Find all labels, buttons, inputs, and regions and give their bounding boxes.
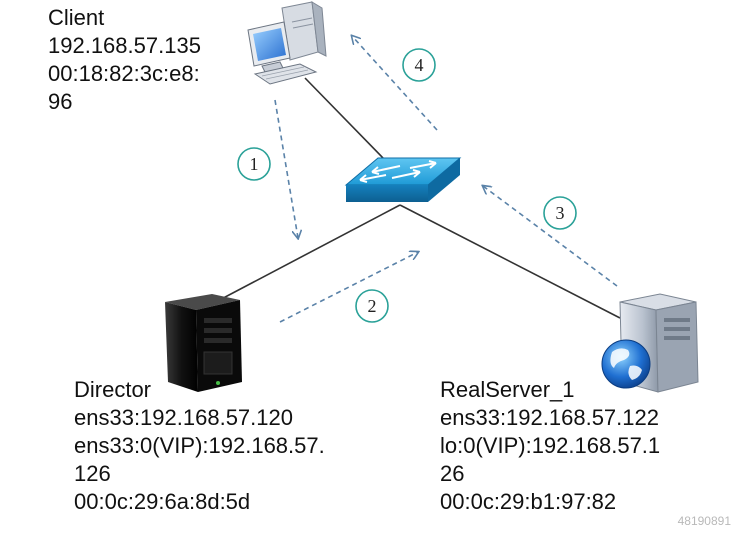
watermark-text: 48190891: [677, 514, 731, 528]
flow-arrow-3: [483, 186, 618, 287]
director-name: Director: [74, 377, 152, 402]
realserver-vip-line2: 26: [440, 461, 465, 486]
realserver-mac: 00:0c:29:b1:97:82: [440, 489, 617, 514]
director-vip-line2: 126: [74, 461, 111, 486]
flow-arrow-4: [352, 36, 438, 131]
realserver-ens33: ens33:192.168.57.122: [440, 405, 659, 430]
step-label: 3: [556, 203, 565, 223]
realserver-name: RealServer_1: [440, 377, 575, 402]
client-mac-line2: 96: [48, 89, 73, 114]
network-switch-icon: [344, 157, 462, 202]
client-name: Client: [48, 5, 105, 30]
web-server-icon: [601, 293, 699, 393]
step-label: 2: [368, 296, 377, 316]
client-mac-line1: 00:18:82:3c:e8:: [48, 61, 200, 86]
tower-server-icon: [165, 294, 242, 392]
client-info: Client 192.168.57.135 00:18:82:3c:e8: 96: [48, 4, 201, 116]
realserver-info: RealServer_1 ens33:192.168.57.122 lo:0(V…: [440, 376, 660, 516]
director-info: Director ens33:192.168.57.120 ens33:0(VI…: [74, 376, 325, 516]
link-switch-realserver: [399, 204, 621, 319]
step-marker-2: 2: [355, 289, 389, 323]
link-switch-director: [209, 204, 401, 306]
director-mac: 00:0c:29:6a:8d:5d: [74, 489, 251, 514]
step-marker-1: 1: [237, 147, 271, 181]
step-marker-4: 4: [402, 48, 436, 82]
director-ens33: ens33:192.168.57.120: [74, 405, 293, 430]
step-label: 1: [250, 154, 259, 174]
realserver-vip-line1: lo:0(VIP):192.168.57.1: [440, 433, 661, 458]
step-label: 4: [415, 55, 424, 75]
flow-arrow-1: [274, 99, 298, 238]
desktop-computer-icon: [247, 1, 327, 85]
flow-arrow-2: [279, 252, 418, 323]
step-marker-3: 3: [543, 196, 577, 230]
client-ip: 192.168.57.135: [48, 33, 201, 58]
link-client-switch: [304, 77, 386, 161]
director-vip-line1: ens33:0(VIP):192.168.57.: [74, 433, 325, 458]
